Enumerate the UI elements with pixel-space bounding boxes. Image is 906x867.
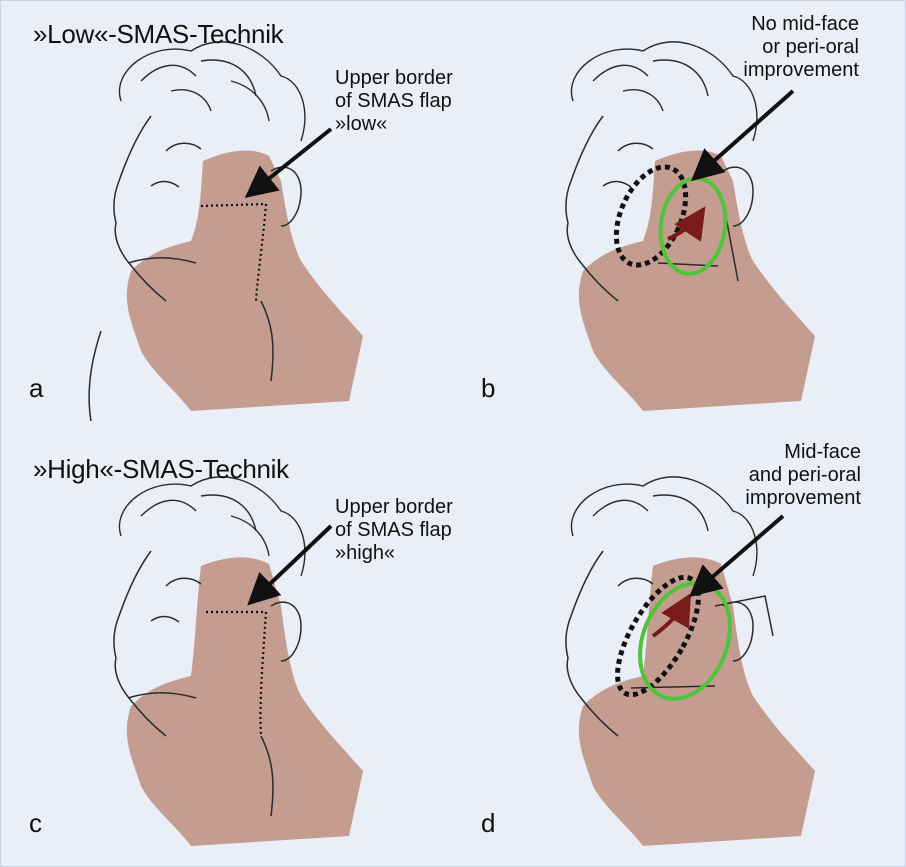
annotation-line: Upper border: [335, 67, 453, 90]
annotation-line: and peri-oral: [745, 464, 861, 487]
annotation-line: »low«: [335, 113, 453, 136]
smas-flap-region: [127, 557, 363, 846]
hair-outline: [119, 42, 304, 141]
annotation-text: Upper border of SMAS flap »low«: [335, 67, 453, 136]
annotation-line: »high«: [335, 542, 453, 565]
panel-c: »High«-SMAS-Technik Upper border of SMAS…: [1, 436, 451, 866]
panel-a: »Low«-SMAS-Technik Upper border of SMAS …: [1, 1, 451, 431]
pointer-arrow: [697, 91, 793, 176]
hair-outline: [571, 42, 756, 141]
annotation-text: No mid-face or peri-oral improvement: [743, 13, 859, 82]
panel-letter: a: [29, 373, 43, 404]
smas-flap-region: [127, 151, 363, 411]
annotation-line: of SMAS flap: [335, 90, 453, 113]
panel-letter: b: [481, 373, 495, 404]
annotation-line: Mid-face: [745, 441, 861, 464]
annotation-line: or peri-oral: [743, 36, 859, 59]
pointer-arrow: [695, 516, 783, 592]
annotation-text: Mid-face and peri-oral improvement: [745, 441, 861, 510]
smas-flap-region: [579, 151, 815, 411]
face-illustration: [1, 1, 451, 431]
annotation-line: of SMAS flap: [335, 519, 453, 542]
annotation-line: Upper border: [335, 496, 453, 519]
annotation-line: improvement: [743, 59, 859, 82]
hair-outline: [119, 477, 304, 576]
panel-letter: c: [29, 808, 42, 839]
annotation-line: improvement: [745, 487, 861, 510]
panel-d: Mid-face and peri-oral improvement d: [453, 436, 903, 866]
panel-b: No mid-face or peri-oral improvement b: [453, 1, 903, 431]
annotation-line: No mid-face: [743, 13, 859, 36]
panel-letter: d: [481, 808, 495, 839]
technique-title: »High«-SMAS-Technik: [33, 454, 289, 485]
annotation-text: Upper border of SMAS flap »high«: [335, 496, 453, 565]
technique-title: »Low«-SMAS-Technik: [33, 19, 283, 50]
